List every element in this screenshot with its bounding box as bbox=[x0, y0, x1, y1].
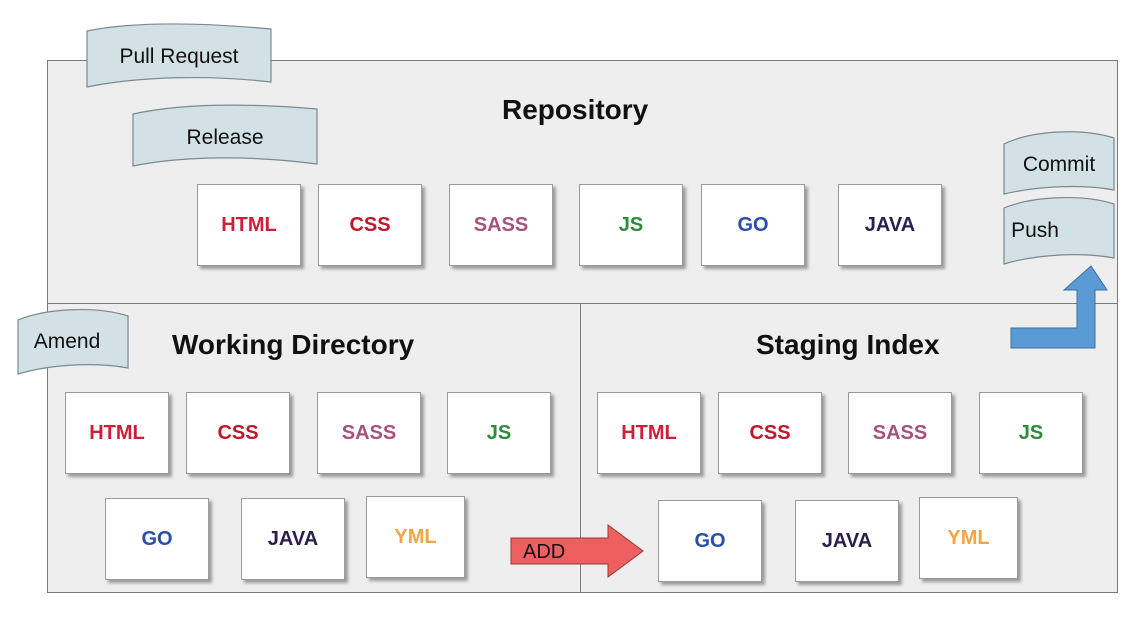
repository-file-card: JAVA bbox=[838, 184, 942, 266]
commit-label: Commit bbox=[1022, 153, 1096, 176]
staging-index-file-card: SASS bbox=[848, 392, 952, 474]
staging-index-title: Staging Index bbox=[756, 329, 940, 360]
repository-file-card: SASS bbox=[449, 184, 553, 266]
banner-shape-icon bbox=[1003, 197, 1115, 265]
amend-label: Amend bbox=[33, 330, 101, 353]
staging-index-file-card: JS bbox=[979, 392, 1083, 474]
release-label: Release bbox=[186, 126, 264, 149]
staging-index-file-card: CSS bbox=[718, 392, 822, 474]
banner-shape-icon bbox=[132, 104, 318, 167]
banner-shape-icon bbox=[1003, 131, 1115, 195]
working-directory-file-card: SASS bbox=[317, 392, 421, 474]
push-up-arrow-icon bbox=[1010, 265, 1108, 349]
working-directory-file-card: CSS bbox=[186, 392, 290, 474]
working-directory-file-card: JS bbox=[447, 392, 551, 474]
working-directory-title: Working Directory bbox=[172, 329, 415, 360]
repository-file-card: GO bbox=[701, 184, 805, 266]
working-directory-file-card: JAVA bbox=[241, 498, 345, 580]
add-arrow-icon bbox=[510, 524, 644, 578]
working-directory-file-card: YML bbox=[366, 496, 465, 578]
banner-shape-icon bbox=[86, 23, 272, 88]
working-directory-file-card: GO bbox=[105, 498, 209, 580]
repository-title: Repository bbox=[502, 94, 649, 125]
push-label: Push bbox=[1011, 219, 1059, 242]
working-directory-file-card: HTML bbox=[65, 392, 169, 474]
pull-request-label: Pull Request bbox=[119, 45, 239, 68]
staging-index-file-card: JAVA bbox=[795, 500, 899, 582]
staging-index-file-card: HTML bbox=[597, 392, 701, 474]
amend-tag: Amend bbox=[17, 308, 129, 376]
staging-index-file-card: YML bbox=[919, 497, 1018, 579]
staging-index-file-card: GO bbox=[658, 500, 762, 582]
commit-tag: Commit bbox=[1003, 130, 1115, 196]
pull-request-tag: Pull Request bbox=[86, 23, 272, 90]
repository-file-card: JS bbox=[579, 184, 683, 266]
repository-file-card: CSS bbox=[318, 184, 422, 266]
add-arrow-label: ADD bbox=[523, 541, 566, 563]
push-tag: Push bbox=[1003, 196, 1115, 266]
repository-file-card: HTML bbox=[197, 184, 301, 266]
banner-shape-icon bbox=[17, 309, 129, 375]
release-tag: Release bbox=[132, 104, 318, 168]
